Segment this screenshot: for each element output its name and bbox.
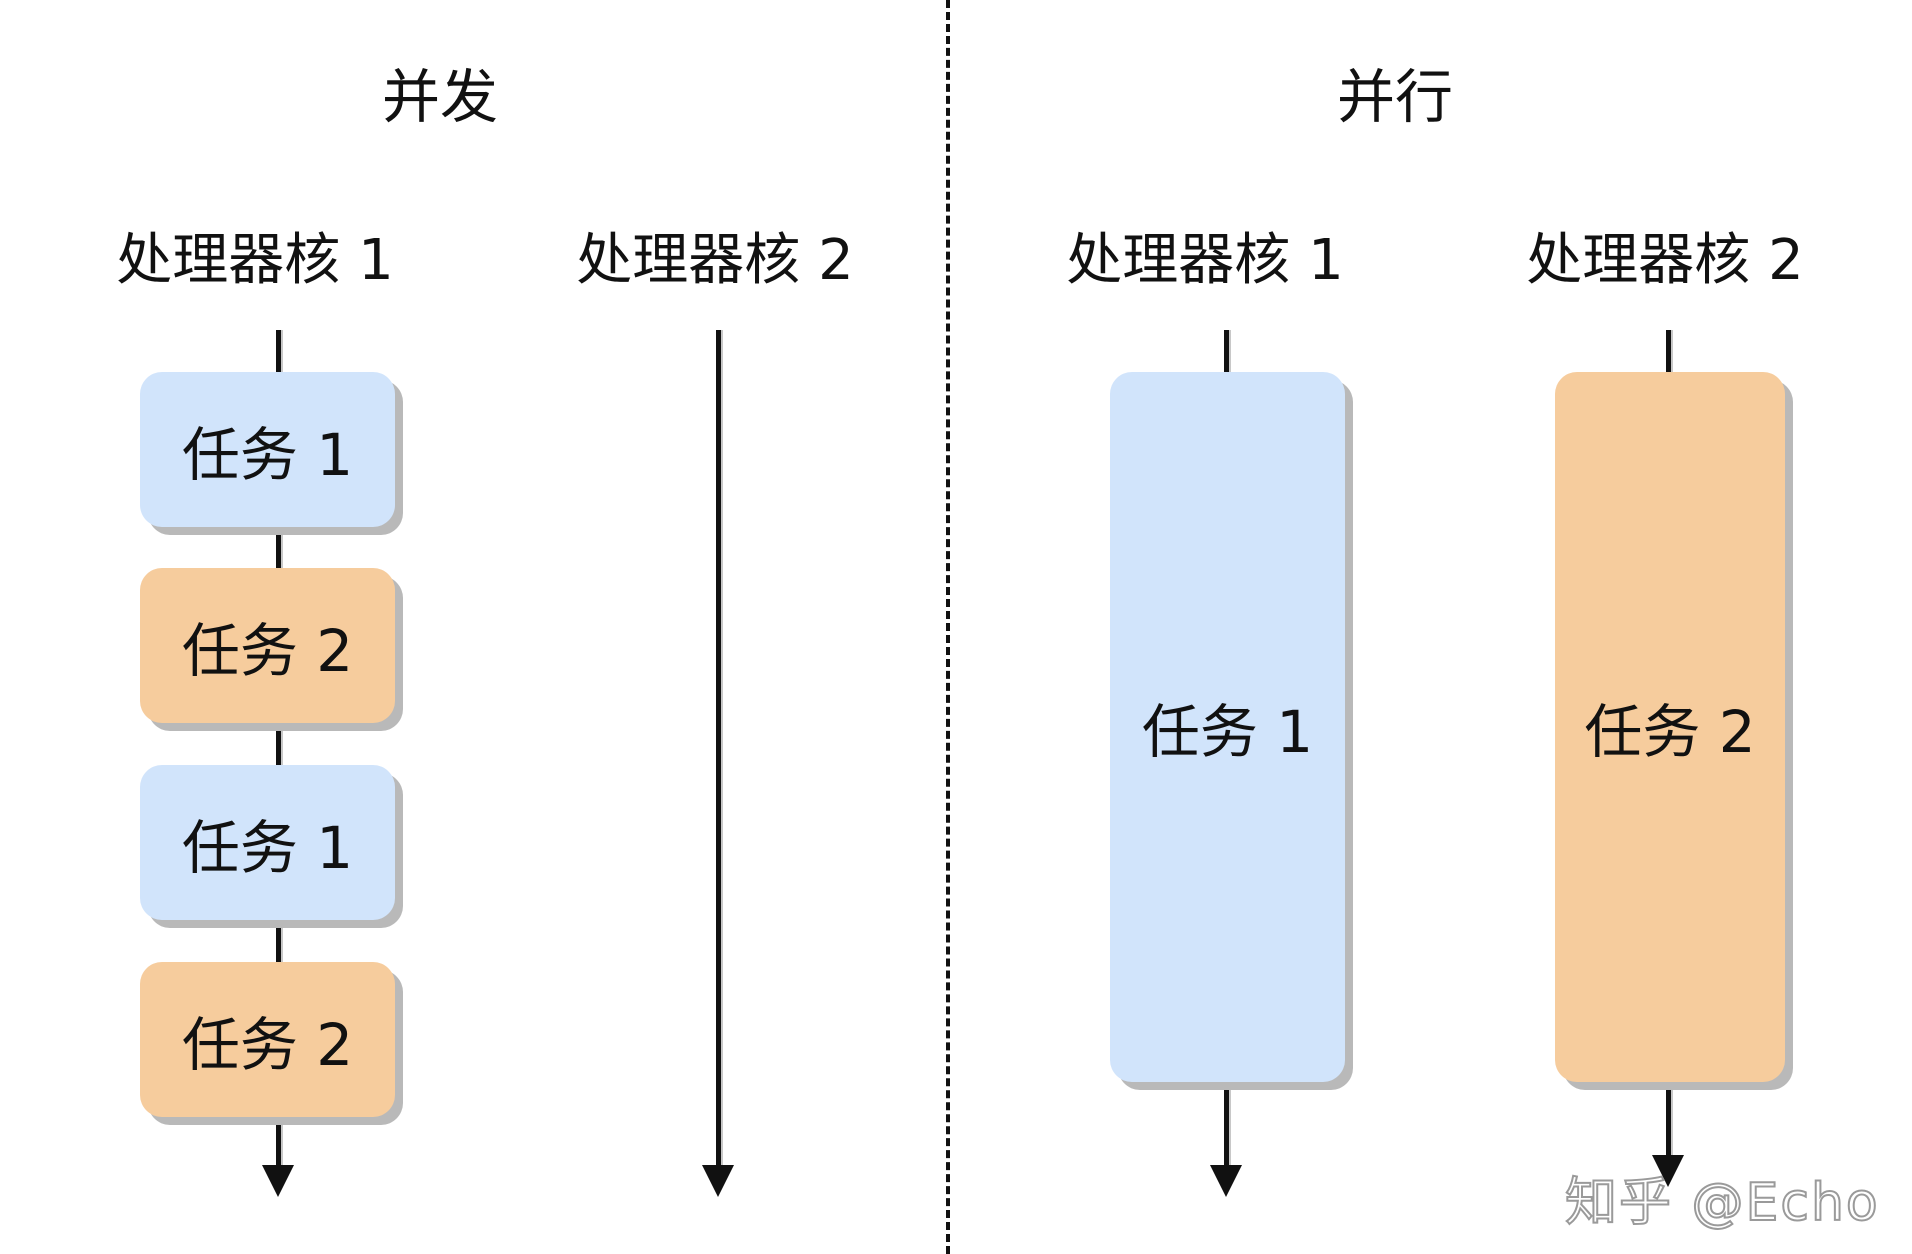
concurrency-core1-arrowhead	[262, 1165, 294, 1197]
concurrency-core2-arrowhead	[702, 1165, 734, 1197]
task-label: 任务 2	[1584, 698, 1756, 766]
parallelism-core1-label: 处理器核 1	[1066, 228, 1344, 293]
task-label: 任务 1	[181, 420, 354, 489]
concurrency-task-block: 任务 1	[140, 372, 395, 527]
concurrency-core2-timeline	[716, 330, 723, 1185]
task-label: 任务 2	[181, 1010, 354, 1079]
parallelism-task2-block: 任务 2	[1555, 372, 1785, 1082]
concurrency-core1-timeline	[276, 330, 283, 1185]
concurrency-title: 并发	[381, 63, 498, 131]
section-divider	[946, 0, 950, 1254]
parallelism-title: 并行	[1336, 63, 1453, 131]
concurrency-core2-label: 处理器核 2	[576, 228, 854, 293]
task-label: 任务 2	[181, 616, 354, 685]
concurrency-task-block: 任务 2	[140, 962, 395, 1117]
parallelism-core1-arrowhead	[1210, 1165, 1242, 1197]
concurrency-task-block: 任务 2	[140, 568, 395, 723]
task-label: 任务 1	[1141, 698, 1314, 766]
parallelism-core2-label: 处理器核 2	[1526, 228, 1804, 293]
watermark-text: 知乎 @Echo	[1564, 1172, 1880, 1234]
concurrency-core1-label: 处理器核 1	[116, 228, 394, 293]
parallelism-core2-arrowhead	[1652, 1155, 1684, 1187]
parallelism-task1-block: 任务 1	[1110, 372, 1345, 1082]
task-label: 任务 1	[181, 813, 354, 882]
concurrency-task-block: 任务 1	[140, 765, 395, 920]
